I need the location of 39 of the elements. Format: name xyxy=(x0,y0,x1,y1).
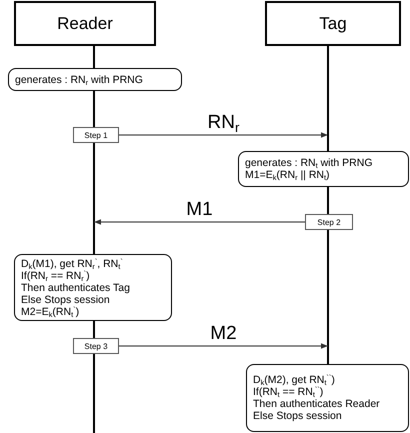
process-box xyxy=(238,151,409,187)
step-box xyxy=(73,127,119,143)
process-text: M1=E$_{k}$(RN$_{r}$ || RN$_{t}$) xyxy=(245,169,331,181)
lifeline xyxy=(93,354,95,433)
process-text: If(RN$_{r}$ == RN$_{r}$$^{`}$) xyxy=(21,270,91,282)
process-text: D$_{k}$(M2), get RN$_{t}$$^{``}$) xyxy=(253,374,336,386)
lifeline xyxy=(93,91,95,127)
process-text: Then authenticates Reader xyxy=(253,398,381,410)
process-text: M2=E$_{k}$(RN$_{t}$$^{`}$) xyxy=(21,306,80,318)
lifeline xyxy=(93,321,95,338)
step-box xyxy=(305,214,353,230)
message-label: RN$_{r}$ xyxy=(208,112,240,134)
lifeline xyxy=(93,46,95,68)
step-box xyxy=(73,338,119,354)
message-arrow xyxy=(118,343,328,349)
step-label: Step 1 xyxy=(84,130,108,140)
step-label: Step 3 xyxy=(84,342,108,350)
lifeline-title: Reader xyxy=(57,14,113,34)
message-arrow xyxy=(118,132,328,138)
message-label: M2 xyxy=(210,323,237,345)
process-text: generates : RN$_{t}$ with PRNG xyxy=(245,157,374,169)
lifeline xyxy=(327,187,329,214)
process-text: Else Stops session xyxy=(21,294,111,306)
lifeline-header xyxy=(14,1,156,46)
process-box xyxy=(8,68,182,91)
process-box xyxy=(246,364,409,432)
lifeline-title: Tag xyxy=(319,14,347,34)
step-label: Step 2 xyxy=(317,218,341,226)
lifeline-header xyxy=(265,1,401,46)
message-label: M1 xyxy=(186,199,213,221)
process-text: If(RN$_{t}$ == RN$_{t}$$^{``}$) xyxy=(253,386,324,398)
lifeline xyxy=(93,143,95,254)
process-text: Else Stops session xyxy=(253,410,343,422)
lifeline xyxy=(327,46,329,151)
lifeline xyxy=(327,230,329,364)
process-text: Then authenticates Tag xyxy=(21,282,131,294)
process-text: generates : RN$_{r}$ with PRNG xyxy=(15,74,144,86)
message-arrow xyxy=(94,219,306,225)
process-box xyxy=(14,254,172,321)
